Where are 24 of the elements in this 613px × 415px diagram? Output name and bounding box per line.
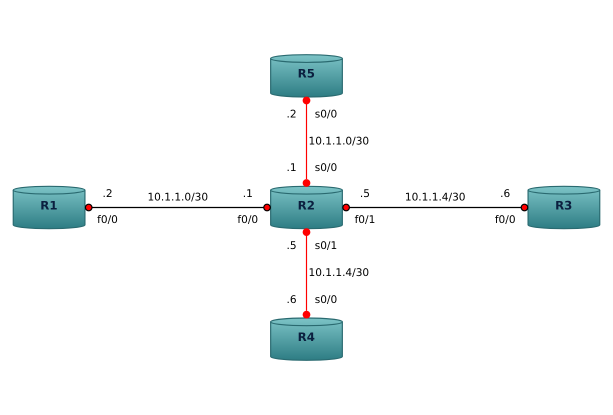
node-label: .6 [286,294,297,306]
node-label: .6 [500,188,510,200]
edge-label: 10.1.1.4/30 [404,192,466,204]
node-label: s0/0 [314,162,338,174]
node-label: .2 [286,108,297,120]
node-label: .5 [360,188,370,200]
edge-label: 10.1.1.0/30 [147,192,208,204]
node-label: .2 [102,188,113,200]
connector [84,204,271,212]
edge-label: 10.1.1.4/30 [308,266,370,279]
node-label: .1 [286,162,297,174]
node-label: f0/0 [237,214,258,226]
node-label: s0/0 [314,108,338,120]
node-label: s0/0 [314,294,338,306]
connector [342,204,528,212]
node-label: f0/0 [494,214,516,226]
node-label: .1 [242,188,253,200]
connector [302,96,310,187]
edge-label: 10.1.1.0/30 [308,135,370,148]
connector [302,228,310,318]
node-label: s0/1 [314,240,338,252]
node-label: f0/0 [97,214,118,226]
node-label: f0/1 [354,214,376,226]
node-label: .5 [286,240,297,252]
